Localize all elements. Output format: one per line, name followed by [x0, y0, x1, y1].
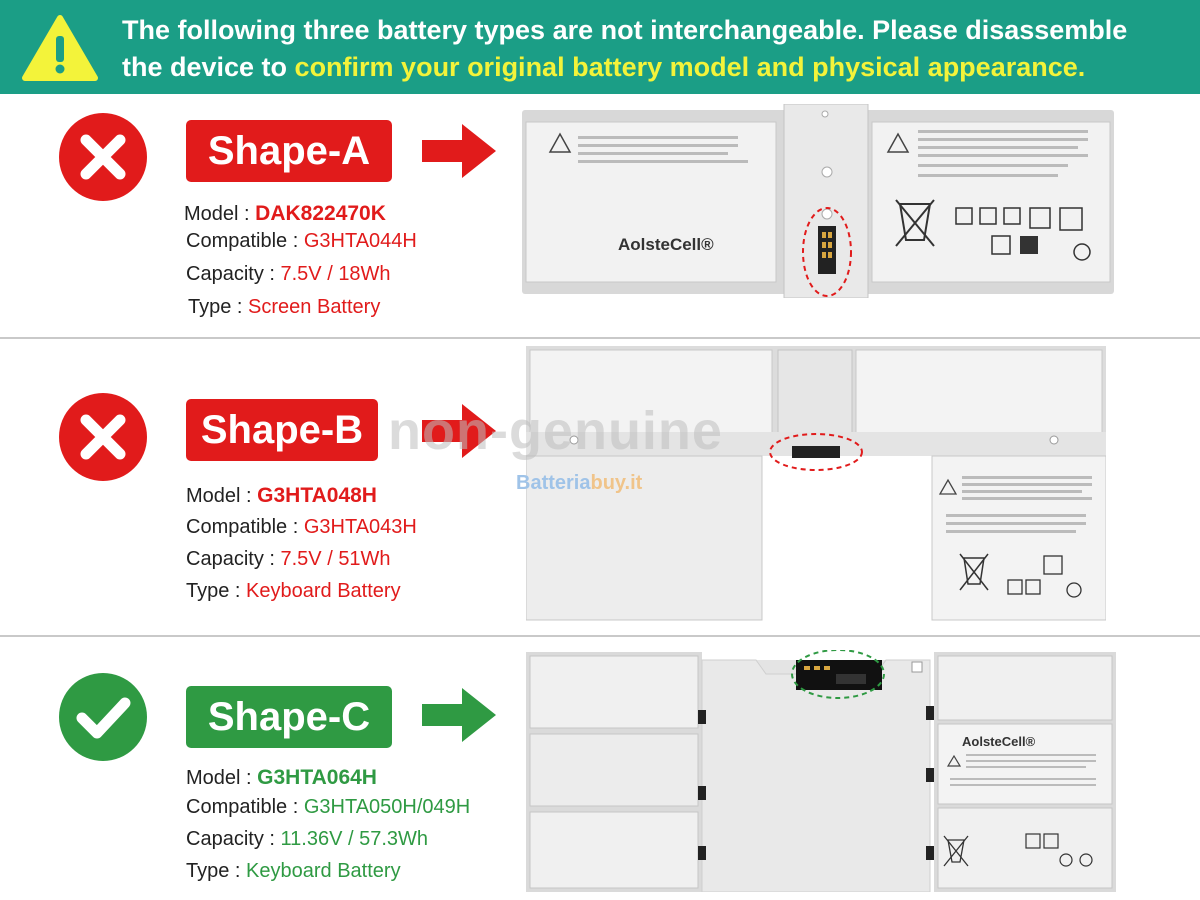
- cross-icon: [59, 393, 147, 481]
- compatible-value: G3HTA050H/049H: [303, 796, 471, 818]
- arrow-right-icon: [422, 404, 496, 458]
- check-icon: [59, 673, 147, 761]
- model-key: Model :: [184, 203, 250, 225]
- shape-a-label: Shape-A: [186, 120, 392, 182]
- type-value: Keyboard Battery: [246, 860, 401, 882]
- compatible-value: G3HTA043H: [303, 516, 417, 538]
- watermark: non-genuine: [388, 401, 723, 461]
- capacity-value: 7.5V / 51Wh: [280, 548, 391, 570]
- model-key: Model :: [186, 767, 252, 789]
- shape-b-label: Shape-B: [186, 399, 378, 461]
- banner-line-2-highlight: confirm your original battery model and …: [294, 52, 1086, 82]
- shape-b-row: Shape-B non-genuine Batteriabuy.it Model…: [0, 338, 1200, 636]
- watermark-brand-2: buy.it: [590, 472, 643, 494]
- capacity-key: Capacity :: [186, 548, 275, 570]
- shape-a-row: Shape-A Model : DAK822470K Compatible : …: [0, 94, 1200, 338]
- battery-brand: AolsteCell®: [962, 734, 1036, 749]
- type-key: Type :: [188, 296, 243, 318]
- shape-b-specs: Model : G3HTA048H Compatible : G3HTA043H…: [186, 484, 526, 606]
- shape-a-specs: Model : DAK822470K Compatible : G3HTA044…: [184, 202, 526, 322]
- capacity-value: 11.36V / 57.3Wh: [280, 828, 429, 850]
- shape-b-battery-image: [526, 346, 1106, 621]
- battery-brand: AolsteCell®: [618, 235, 714, 254]
- shape-c-specs: Model : G3HTA064H Compatible : G3HTA050H…: [186, 766, 526, 886]
- cross-icon: [59, 113, 147, 201]
- shape-a-battery-image: AolsteCell®: [522, 104, 1114, 298]
- compatible-key: Compatible :: [186, 796, 299, 818]
- model-key: Model :: [186, 485, 252, 507]
- type-value: Screen Battery: [248, 296, 381, 318]
- capacity-key: Capacity :: [186, 828, 275, 850]
- capacity-key: Capacity :: [186, 263, 275, 285]
- compatible-key: Compatible :: [186, 230, 299, 252]
- arrow-right-icon: [422, 124, 496, 178]
- compatible-key: Compatible :: [186, 516, 299, 538]
- capacity-value: 7.5V / 18Wh: [280, 263, 391, 285]
- watermark-brand: Batteriabuy.it: [516, 472, 642, 495]
- divider: [0, 337, 1200, 339]
- shape-c-battery-image: AolsteCell®: [526, 650, 1116, 892]
- warning-banner: The following three battery types are no…: [0, 0, 1200, 94]
- type-value: Keyboard Battery: [246, 580, 401, 602]
- type-key: Type :: [186, 580, 241, 602]
- banner-line-2-prefix: the device to: [122, 52, 295, 82]
- model-value: DAK822470K: [255, 202, 386, 225]
- type-key: Type :: [186, 860, 241, 882]
- divider: [0, 635, 1200, 637]
- banner-line-2: the device to confirm your original batt…: [122, 49, 1192, 86]
- watermark-brand-1: Batteria: [516, 472, 591, 494]
- model-value: G3HTA048H: [257, 484, 377, 507]
- shape-c-row: Shape-C Model : G3HTA064H Compatible : G…: [0, 636, 1200, 900]
- model-value: G3HTA064H: [257, 766, 377, 789]
- arrow-right-icon: [422, 688, 496, 742]
- compatible-value: G3HTA044H: [303, 230, 417, 252]
- banner-message: The following three battery types are no…: [122, 12, 1192, 86]
- banner-line-1: The following three battery types are no…: [122, 15, 1128, 45]
- warning-icon: [22, 15, 98, 81]
- shape-c-label: Shape-C: [186, 686, 392, 748]
